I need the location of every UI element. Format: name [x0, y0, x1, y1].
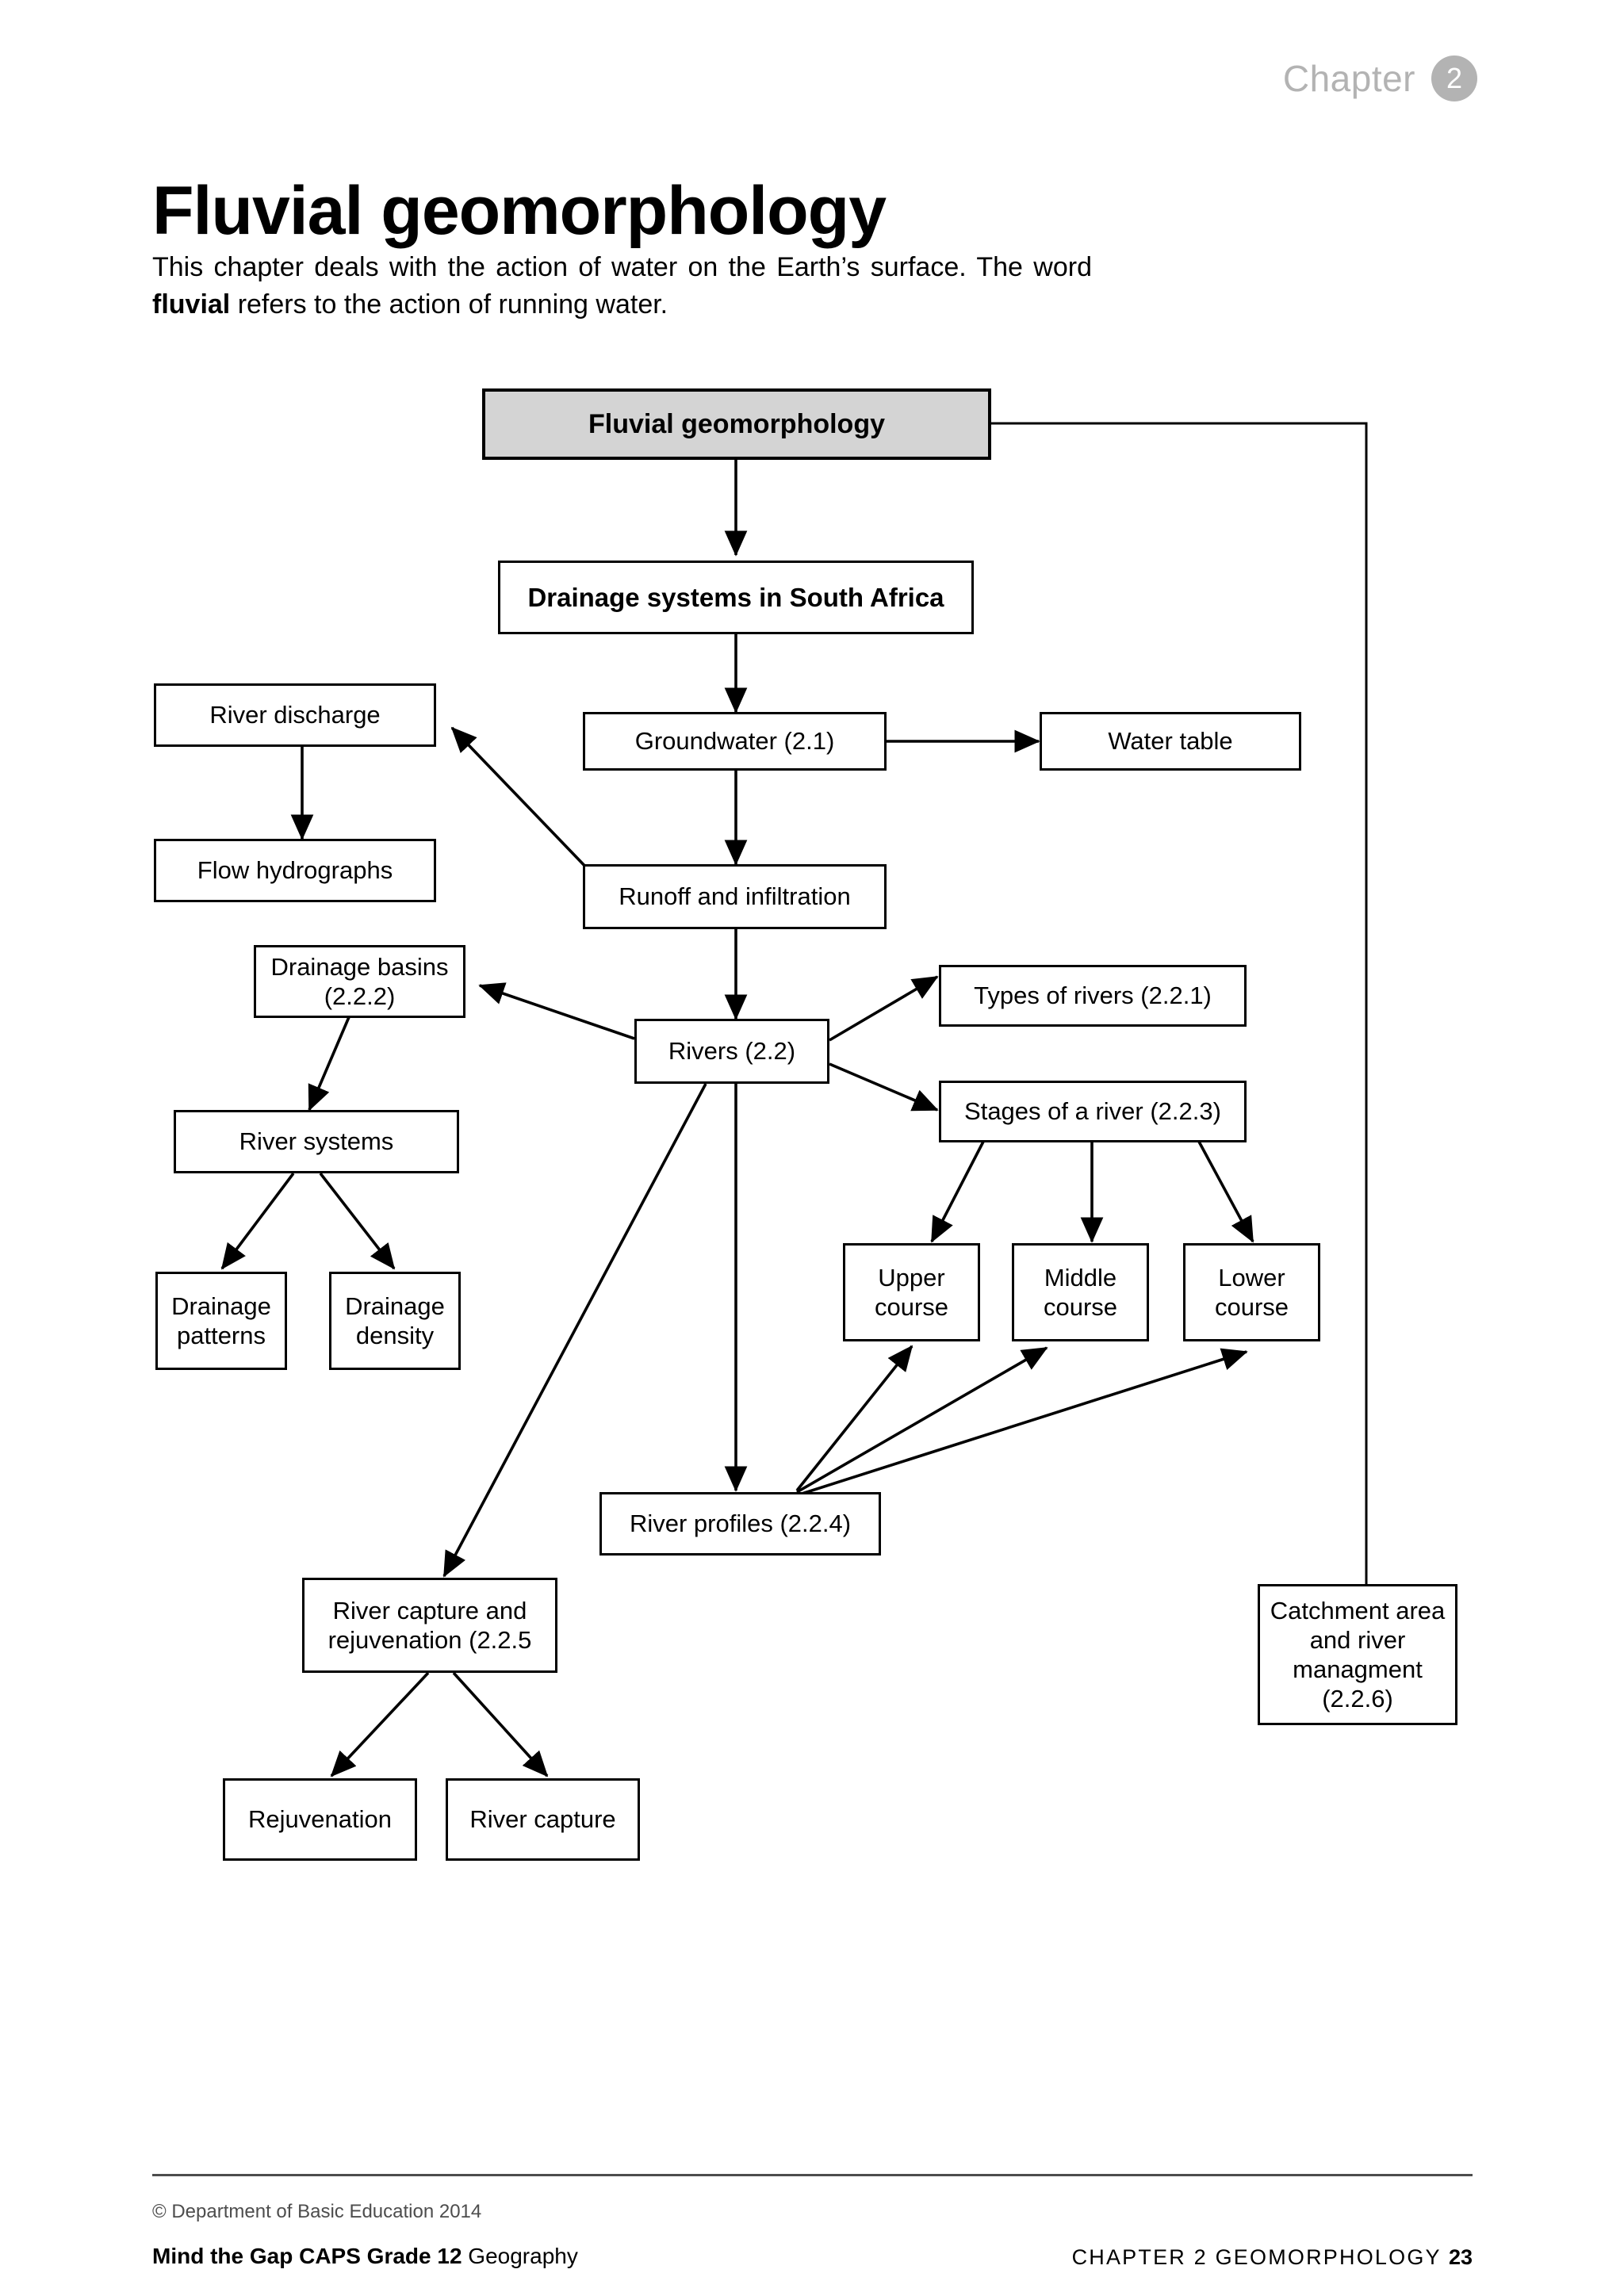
node-groundwater[interactable]: Groundwater (2.1) — [583, 712, 887, 771]
footer-divider — [152, 2174, 1473, 2176]
footer-chapter-label: CHAPTER 2 GEOMORPHOLOGY — [1071, 2245, 1442, 2269]
page-title: Fluvial geomorphology — [152, 172, 887, 249]
chapter-number-badge: 2 — [1431, 55, 1477, 101]
footer-chapter-reference: CHAPTER 2 GEOMORPHOLOGY 23 — [1072, 2245, 1473, 2270]
node-river-capture-and-rejuvenation[interactable]: River capture and rejuvenation (2.2.5 — [302, 1578, 557, 1673]
node-rivers[interactable]: Rivers (2.2) — [634, 1019, 829, 1084]
footer-page-number: 23 — [1448, 2245, 1473, 2269]
node-rejuvenation[interactable]: Rejuvenation — [223, 1778, 417, 1861]
intro-text-part2: refers to the action of running water. — [230, 289, 668, 320]
node-drainage-patterns[interactable]: Drainage patterns — [155, 1272, 287, 1370]
node-middle-course[interactable]: Middle course — [1012, 1243, 1149, 1341]
node-drainage-basins[interactable]: Drainage basins (2.2.2) — [254, 945, 465, 1018]
node-drainage-systems[interactable]: Drainage systems in South Africa — [498, 561, 974, 634]
chapter-header: Chapter 2 — [1283, 55, 1477, 101]
node-river-profiles[interactable]: River profiles (2.2.4) — [599, 1492, 881, 1556]
node-lower-course[interactable]: Lower course — [1183, 1243, 1320, 1341]
node-runoff-infiltration[interactable]: Runoff and infiltration — [583, 864, 887, 929]
node-catchment-area-and-river-management[interactable]: Catchment area and river managment (2.2.… — [1258, 1584, 1457, 1725]
node-upper-course[interactable]: Upper course — [843, 1243, 980, 1341]
footer-copyright: © Department of Basic Education 2014 — [152, 2201, 482, 2222]
intro-text-part1: This chapter deals with the action of wa… — [152, 252, 1092, 282]
node-flow-hydrographs[interactable]: Flow hydrographs — [154, 839, 436, 902]
footer-book-title-bold: Mind the Gap CAPS Grade 12 — [152, 2244, 462, 2268]
footer-book-title-subject: Geography — [462, 2244, 578, 2268]
footer-book-title: Mind the Gap CAPS Grade 12 Geography — [152, 2244, 578, 2269]
node-root[interactable]: Fluvial geomorphology — [482, 388, 991, 460]
node-water-table[interactable]: Water table — [1040, 712, 1301, 771]
node-river-capture[interactable]: River capture — [446, 1778, 640, 1861]
node-stages-of-a-river[interactable]: Stages of a river (2.2.3) — [939, 1081, 1247, 1142]
node-river-systems[interactable]: River systems — [174, 1110, 459, 1173]
node-river-discharge[interactable]: River discharge — [154, 683, 436, 747]
intro-paragraph: This chapter deals with the action of wa… — [152, 249, 1092, 323]
node-types-of-rivers[interactable]: Types of rivers (2.2.1) — [939, 965, 1247, 1027]
chapter-label: Chapter — [1282, 58, 1415, 99]
intro-bold-term: fluvial — [152, 289, 231, 320]
node-drainage-density[interactable]: Drainage density — [329, 1272, 461, 1370]
